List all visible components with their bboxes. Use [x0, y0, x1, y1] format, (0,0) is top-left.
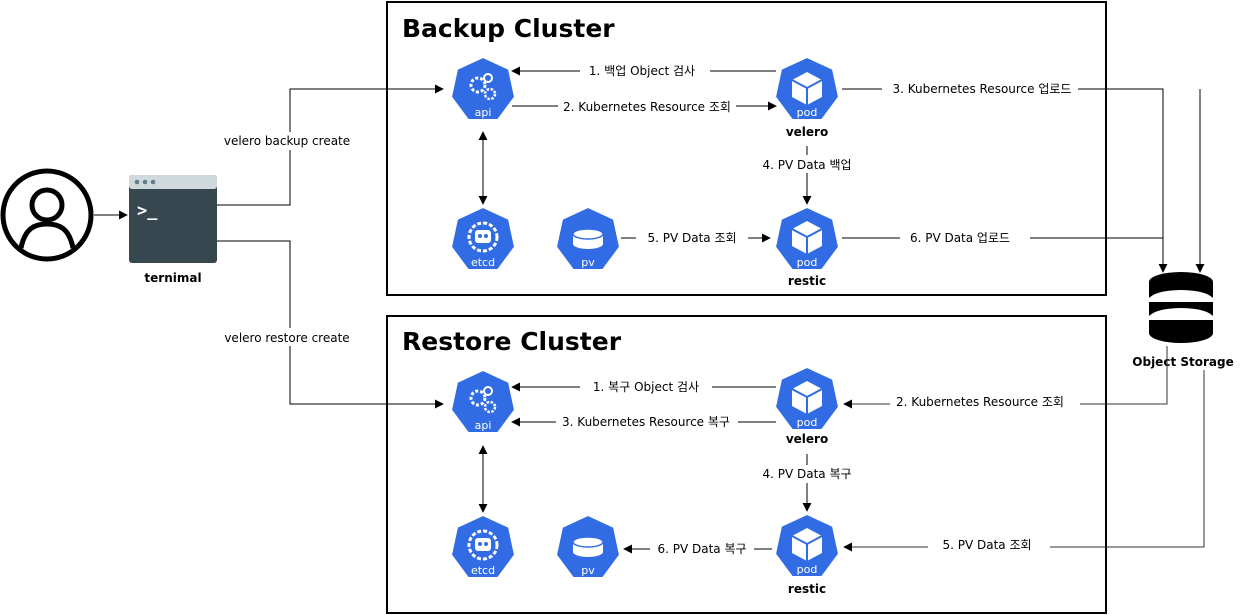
restore-restic-label: restic [788, 582, 826, 596]
svg-text:api: api [475, 419, 492, 432]
svg-text:api: api [475, 106, 492, 119]
restore-cluster-frame [386, 315, 1107, 614]
terminal-prompt: >_ [137, 201, 158, 221]
svg-text:pod: pod [797, 563, 818, 576]
backup-step4-label: 4. PV Data 백업 [762, 158, 851, 172]
svg-text:etcd: etcd [471, 564, 495, 577]
restore-command-arrow [217, 240, 444, 409]
backup-step6-label: 6. PV Data 업로드 [910, 231, 1010, 245]
restore-step2-label: 2. Kubernetes Resource 조회 [896, 395, 1064, 409]
backup-velero-pod-icon: pod [774, 56, 840, 121]
restore-velero-label: velero [786, 432, 828, 446]
terminal-icon: >_ [129, 175, 217, 263]
backup-restic-label: restic [788, 274, 826, 288]
restore-api-icon: api [450, 369, 516, 434]
terminal-label: ternimal [144, 271, 201, 285]
restore-velero-pod-icon: pod [774, 366, 840, 431]
restore-step4-label: 4. PV Data 복구 [762, 467, 851, 481]
restore-step3-label: 3. Kubernetes Resource 복구 [562, 415, 730, 429]
user-icon [0, 168, 94, 262]
backup-step5-label: 5. PV Data 조회 [647, 231, 736, 245]
restore-etcd-icon: etcd [450, 514, 516, 579]
svg-text:pod: pod [797, 416, 818, 429]
svg-text:etcd: etcd [471, 256, 495, 269]
svg-text:pv: pv [581, 256, 595, 269]
backup-pv-icon: pv [555, 206, 621, 271]
svg-text:pod: pod [797, 106, 818, 119]
backup-step3-label: 3. Kubernetes Resource 업로드 [893, 82, 1072, 96]
object-storage-icon [1149, 272, 1213, 343]
restore-command-label: velero restore create [224, 331, 349, 345]
svg-text:pod: pod [797, 256, 818, 269]
backup-command-label: velero backup create [224, 134, 350, 148]
restore-restic-pod-icon: pod [774, 513, 840, 578]
restore-step6-label: 6. PV Data 복구 [657, 542, 746, 556]
object-storage-label: Object Storage [1132, 355, 1233, 369]
backup-cluster-frame [386, 1, 1107, 296]
restore-pv-icon: pv [555, 514, 621, 579]
restore-step5-label: 5. PV Data 조회 [942, 538, 1031, 552]
svg-text:pv: pv [581, 564, 595, 577]
restore-cluster-title: Restore Cluster [402, 327, 622, 356]
backup-step2-label: 2. Kubernetes Resource 조회 [563, 100, 731, 114]
backup-step1-label: 1. 백업 Object 검사 [589, 64, 695, 78]
restore-step1-label: 1. 복구 Object 검사 [593, 380, 699, 394]
backup-cluster-title: Backup Cluster [402, 14, 615, 43]
backup-api-icon: api [450, 56, 516, 121]
backup-restic-pod-icon: pod [774, 206, 840, 271]
backup-velero-label: velero [786, 125, 828, 139]
backup-etcd-icon: etcd [450, 206, 516, 271]
